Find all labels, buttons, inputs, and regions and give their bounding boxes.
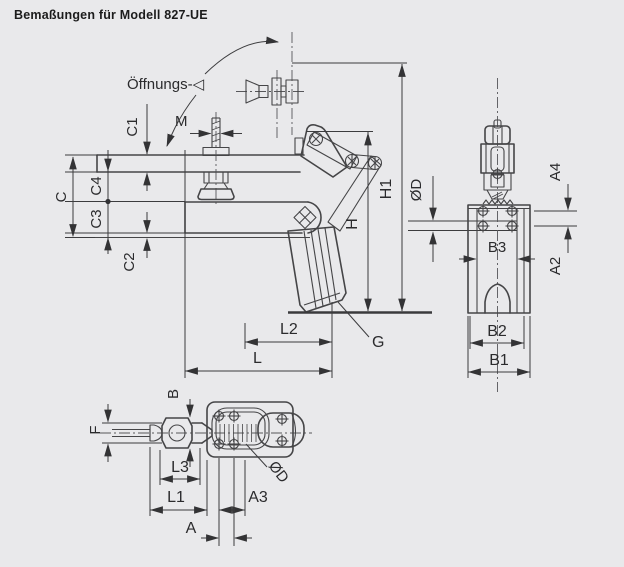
screw-hole bbox=[211, 408, 227, 424]
base-bar bbox=[95, 201, 322, 239]
dim-label-a2: A2 bbox=[547, 257, 564, 275]
dim-C2: C2 bbox=[121, 212, 151, 272]
dim-L1: L1 bbox=[149, 447, 208, 516]
dim-label-c1: C1 bbox=[124, 117, 141, 136]
dim-label-c2: C2 bbox=[121, 252, 138, 271]
dim-L: L bbox=[184, 350, 333, 375]
clamp-arm bbox=[96, 154, 305, 173]
dim-label-od-top: ØD bbox=[265, 458, 292, 486]
dim-H1: H1 bbox=[292, 62, 407, 312]
pivot-top bbox=[308, 131, 324, 147]
dim-label-f: F bbox=[87, 425, 104, 434]
dim-label-l2: L2 bbox=[280, 321, 298, 338]
handle-link bbox=[327, 155, 382, 232]
dim-label-l: L bbox=[253, 350, 262, 367]
spindle bbox=[197, 112, 235, 205]
dim-label-l3: L3 bbox=[171, 459, 189, 476]
top-spindle bbox=[112, 417, 193, 449]
dim-C1: C1 bbox=[124, 104, 151, 191]
open-position-phantom bbox=[236, 32, 306, 140]
dim-label-a: A bbox=[186, 520, 197, 537]
hex-nut bbox=[161, 417, 193, 449]
dim-label-c4: C4 bbox=[88, 176, 105, 195]
front-arm-assembly bbox=[480, 119, 515, 205]
dim-A3: A3 bbox=[218, 460, 268, 516]
front-pivot bbox=[490, 166, 505, 182]
dim-C: C bbox=[53, 156, 77, 238]
dim-A4-A2: A4 A2 bbox=[534, 163, 577, 275]
dim-label-g: G bbox=[372, 334, 384, 351]
screw-hole bbox=[274, 433, 290, 449]
dim-L3: L3 bbox=[159, 448, 201, 485]
opening-angle-label: Öffnungs-◁ bbox=[127, 75, 205, 93]
dim-B2: B2 bbox=[469, 316, 525, 349]
side-view: Öffnungs-◁ bbox=[53, 32, 517, 378]
dim-label-a3: A3 bbox=[248, 489, 268, 506]
serrated-jaw bbox=[219, 424, 257, 442]
spindle-foot-pad bbox=[197, 188, 235, 201]
dim-label-b3: B3 bbox=[488, 239, 506, 256]
top-plate bbox=[206, 401, 305, 458]
dim-OD-top: ØD bbox=[245, 443, 292, 486]
dim-label-b: B bbox=[165, 389, 182, 399]
screw-hole bbox=[475, 203, 491, 219]
dim-label-b1: B1 bbox=[489, 352, 509, 369]
dim-H: H bbox=[306, 131, 373, 312]
dim-C4-C3: C4 C3 bbox=[88, 150, 112, 254]
serration bbox=[482, 199, 514, 205]
u-slot bbox=[484, 283, 511, 314]
dim-label-l1: L1 bbox=[167, 489, 185, 506]
handle-cap bbox=[257, 412, 305, 448]
dim-label-h: H bbox=[344, 218, 361, 230]
dim-M: M bbox=[175, 113, 242, 138]
dim-B1: B1 bbox=[467, 316, 531, 378]
front-view: A4 A2 B3 B2 B1 bbox=[459, 78, 577, 392]
dim-B3: B3 bbox=[459, 239, 535, 263]
dim-label-a4: A4 bbox=[547, 163, 564, 181]
dim-label-c: C bbox=[53, 191, 70, 202]
handle bbox=[287, 226, 347, 313]
page-title: Bemaßungen für Modell 827-UE bbox=[14, 8, 208, 22]
dim-G: G bbox=[337, 301, 384, 351]
dim-A: A bbox=[186, 458, 252, 546]
dim-label-c3: C3 bbox=[88, 209, 105, 228]
spindle-locknut-top bbox=[202, 146, 230, 157]
dim-L2: L2 bbox=[244, 302, 333, 378]
dim-B: B bbox=[165, 389, 194, 467]
dim-OD-front: ØD bbox=[408, 176, 517, 262]
dim-label-m: M bbox=[175, 113, 188, 130]
opening-angle-annotation: Öffnungs-◁ bbox=[127, 36, 280, 148]
rivet-diamond bbox=[293, 205, 317, 230]
dim-label-h1: H1 bbox=[378, 179, 395, 200]
screw-hole bbox=[274, 411, 290, 427]
top-view: F B L3 L1 bbox=[87, 389, 312, 546]
dim-F: F bbox=[87, 404, 162, 462]
dim-label-b2: B2 bbox=[487, 323, 507, 340]
dim-label-od-front: ØD bbox=[408, 179, 425, 202]
